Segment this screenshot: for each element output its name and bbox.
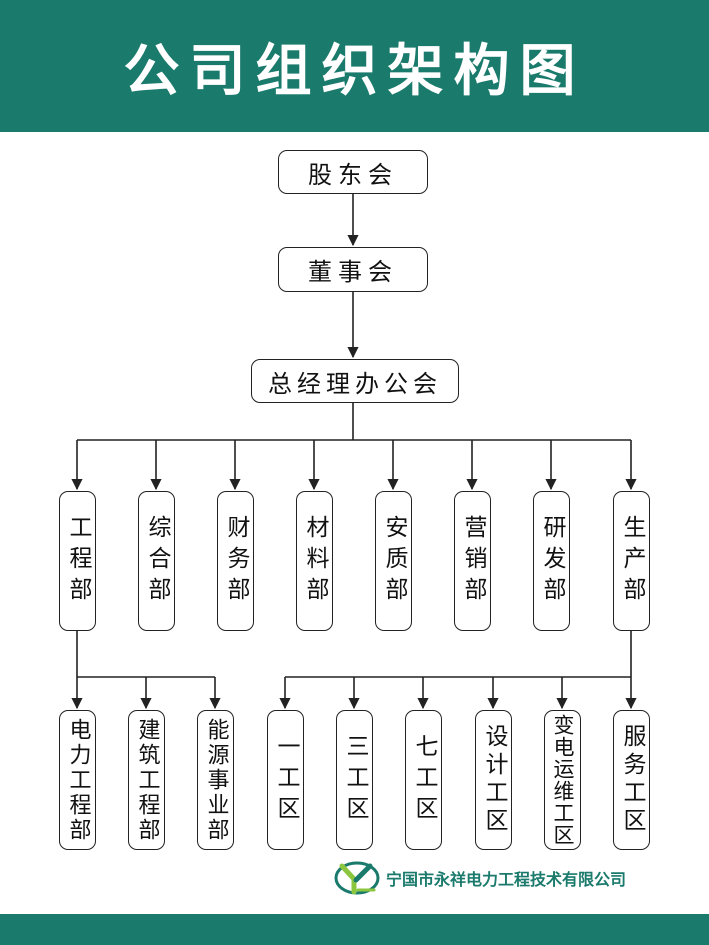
node-dept-finance: 财务部 — [217, 491, 254, 631]
node-gm-office: 总经理办公会 — [251, 359, 459, 403]
footer-bar — [0, 914, 709, 945]
node-prod-sub-3: 七工区 — [405, 710, 442, 850]
node-eng-sub-energy: 能源事业部 — [197, 710, 234, 850]
company-name: 宁国市永祥电力工程技术有限公司 — [386, 870, 627, 889]
node-prod-sub-6: 服务工区 — [613, 710, 650, 850]
header-banner: 公司组织架构图 — [0, 0, 709, 132]
node-dept-engineering: 工程部 — [59, 491, 96, 631]
node-dept-marketing: 营销部 — [454, 491, 491, 631]
node-dept-materials: 材料部 — [296, 491, 333, 631]
node-dept-rnd: 研发部 — [533, 491, 570, 631]
yongxiang-logo-icon — [334, 861, 380, 895]
node-prod-sub-1: 一工区 — [267, 710, 304, 850]
node-dept-safety-quality: 安质部 — [375, 491, 412, 631]
node-prod-sub-5: 变电运维工区 — [544, 710, 581, 850]
node-prod-sub-2: 三工区 — [336, 710, 373, 850]
node-eng-sub-power: 电力工程部 — [59, 710, 96, 850]
node-board: 董事会 — [278, 247, 428, 292]
node-shareholders: 股东会 — [278, 150, 428, 194]
page-title: 公司组织架构图 — [123, 38, 586, 104]
company-signature: 宁国市永祥电力工程技术有限公司 — [334, 860, 626, 896]
node-eng-sub-construction: 建筑工程部 — [128, 710, 165, 850]
node-prod-sub-4: 设计工区 — [475, 710, 512, 850]
node-dept-general: 综合部 — [138, 491, 175, 631]
node-dept-production: 生产部 — [613, 491, 650, 631]
